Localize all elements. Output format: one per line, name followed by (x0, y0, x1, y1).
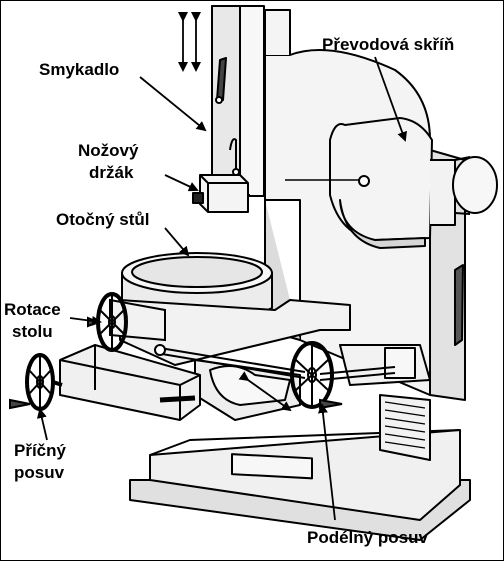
label-otocny-stul: Otočný stůl (56, 210, 150, 229)
machine-base (129, 394, 471, 541)
label-pricny-line1: Příčný (14, 441, 66, 460)
label-prevodova-skrin: Převodová skříň (322, 35, 455, 54)
label-smykadlo: Smykadlo (39, 60, 120, 79)
label-nozovy-line1: Nožový (78, 141, 139, 160)
ram (208, 5, 265, 197)
motion-arrows (178, 12, 292, 412)
label-rotace-line2: stolu (12, 322, 53, 341)
gearbox (285, 117, 498, 249)
handwheel-longitudinal-feed (290, 341, 343, 410)
label-nozovy-line2: držák (89, 163, 134, 182)
label-pricny-line2: posuv (14, 463, 65, 482)
label-rotace-line1: Rotace (4, 300, 61, 319)
handwheel-cross-feed (9, 353, 63, 411)
tool-holder (192, 174, 249, 213)
label-podelny-posuv: Podélný posuv (307, 528, 428, 547)
leader-lines (36, 56, 407, 521)
